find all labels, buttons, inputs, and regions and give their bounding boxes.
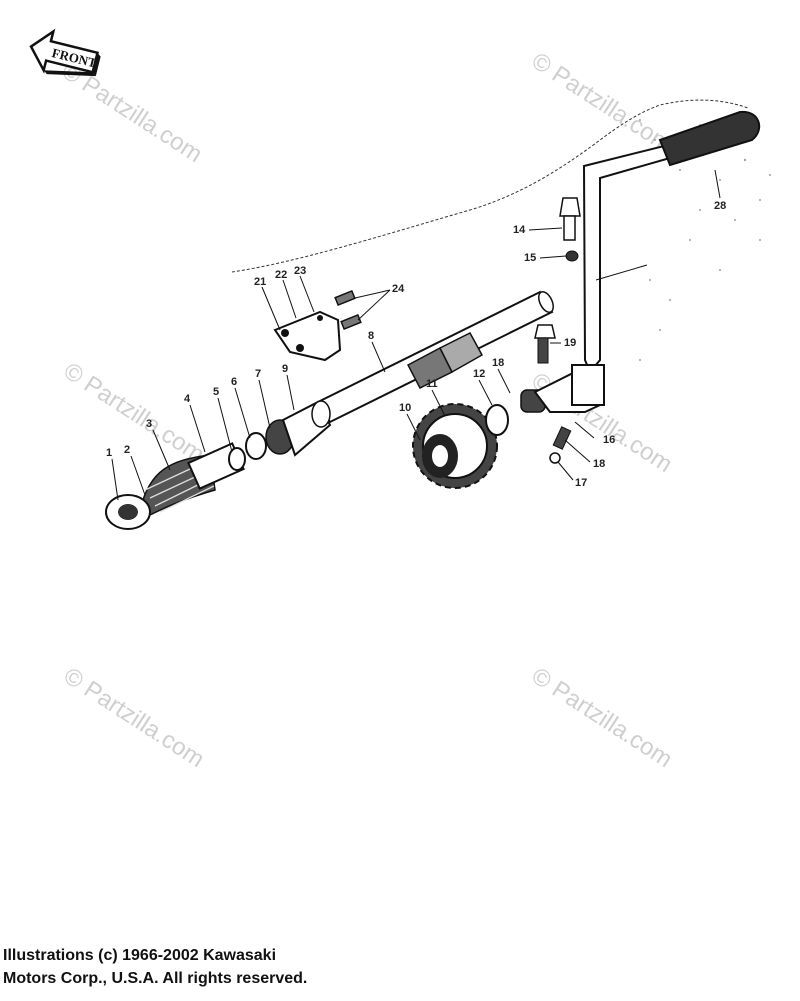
callout-15: 15 — [524, 252, 536, 264]
watermark: © Partzilla.com — [59, 662, 209, 773]
callout-17: 17 — [575, 477, 587, 489]
detent-spring — [552, 426, 572, 450]
pivot-bolt — [559, 197, 581, 241]
stopper-plate — [273, 310, 342, 362]
watermark: © Partzilla.com — [527, 662, 677, 773]
callout-11: 11 — [426, 378, 438, 390]
callouts: 1 2 3 4 5 6 7 8 9 10 11 12 14 15 16 17 1… — [106, 200, 726, 489]
callout-1: 1 — [106, 447, 112, 459]
copyright-line-2: Motors Corp., U.S.A. All rights reserved… — [3, 970, 308, 987]
detent-ball — [549, 452, 561, 464]
pivot-nut — [565, 250, 579, 262]
callout-2: 2 — [124, 444, 130, 456]
callout-8: 8 — [368, 330, 374, 342]
copyright-notice: Illustrations (c) 1966-2002 Kawasaki Mot… — [3, 944, 307, 990]
bolt — [340, 313, 362, 331]
ratchet — [265, 400, 332, 457]
spring-cap — [105, 494, 151, 530]
callout-24: 24 — [392, 283, 405, 295]
callout-9: 9 — [282, 363, 288, 375]
watermark: © Partzilla.com — [59, 357, 209, 468]
callout-18-lower: 18 — [593, 458, 605, 470]
case-outline — [231, 99, 749, 273]
callout-5: 5 — [213, 386, 219, 398]
washer — [245, 432, 267, 460]
pedal-rubber — [658, 110, 761, 167]
callout-10: 10 — [399, 402, 411, 414]
leader-lines — [111, 169, 721, 501]
callout-21: 21 — [254, 276, 266, 288]
kick-gear — [412, 403, 498, 489]
callout-12: 12 — [473, 368, 485, 380]
callout-23: 23 — [294, 265, 306, 277]
callout-6: 6 — [231, 376, 237, 388]
bolt — [334, 289, 356, 307]
callout-22: 22 — [275, 269, 287, 281]
copyright-line-1: Illustrations (c) 1966-2002 Kawasaki — [3, 947, 277, 964]
callout-4: 4 — [184, 393, 191, 405]
kick-pedal-arm — [571, 144, 672, 406]
callout-18-upper: 18 — [492, 357, 504, 369]
callout-16: 16 — [603, 434, 615, 446]
callout-3: 3 — [146, 418, 152, 430]
washer — [228, 447, 246, 471]
callout-28: 28 — [714, 200, 726, 212]
callout-19: 19 — [564, 337, 576, 349]
gear-washer — [485, 404, 509, 436]
callout-7: 7 — [255, 368, 261, 380]
callout-14: 14 — [513, 224, 526, 236]
watermark: © Partzilla.com — [527, 47, 677, 158]
bolt — [534, 324, 556, 364]
kick-shaft — [316, 290, 554, 424]
